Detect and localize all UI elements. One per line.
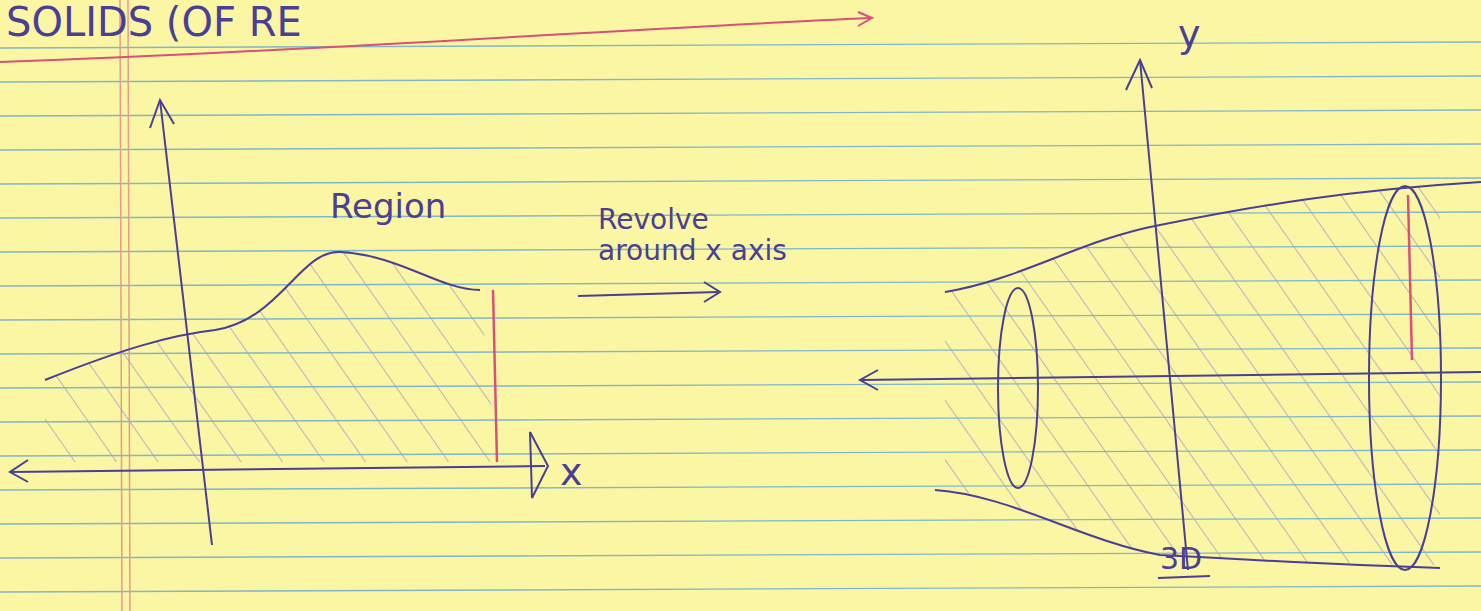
region-label: Region	[330, 188, 446, 225]
x-axis-arrowhead-left	[10, 460, 28, 482]
axis-label: y	[1178, 14, 1201, 56]
y-axis-3d	[1140, 60, 1188, 570]
function-curve	[45, 252, 480, 380]
x-axis-arrowhead-right	[530, 432, 548, 498]
x-axis	[10, 466, 545, 472]
page-title: SOLIDS (OF RE	[6, 0, 302, 44]
radius-line	[1408, 195, 1412, 360]
transform-arrowhead	[704, 282, 720, 302]
upper-curve	[945, 182, 1481, 292]
x-axis-3d-arrowhead	[860, 370, 878, 390]
boundary-line	[493, 290, 497, 462]
y-axis-3d-arrowhead	[1126, 60, 1152, 90]
left-disc	[998, 288, 1038, 488]
y-axis-arrowhead	[150, 100, 174, 128]
x-axis-3d	[860, 372, 1481, 380]
title-arrowhead	[858, 12, 872, 26]
right-disc	[1369, 186, 1441, 570]
dimension-label: 3D	[1160, 542, 1202, 575]
y-axis	[160, 100, 212, 545]
label-underline	[1158, 576, 1210, 578]
region-hatching	[45, 252, 497, 462]
margin-line	[120, 0, 130, 611]
ruled-lines	[0, 42, 1481, 592]
axis-label: x	[560, 452, 583, 494]
operation-note: Revolve around x axis	[598, 205, 788, 267]
transform-arrow	[578, 292, 718, 296]
